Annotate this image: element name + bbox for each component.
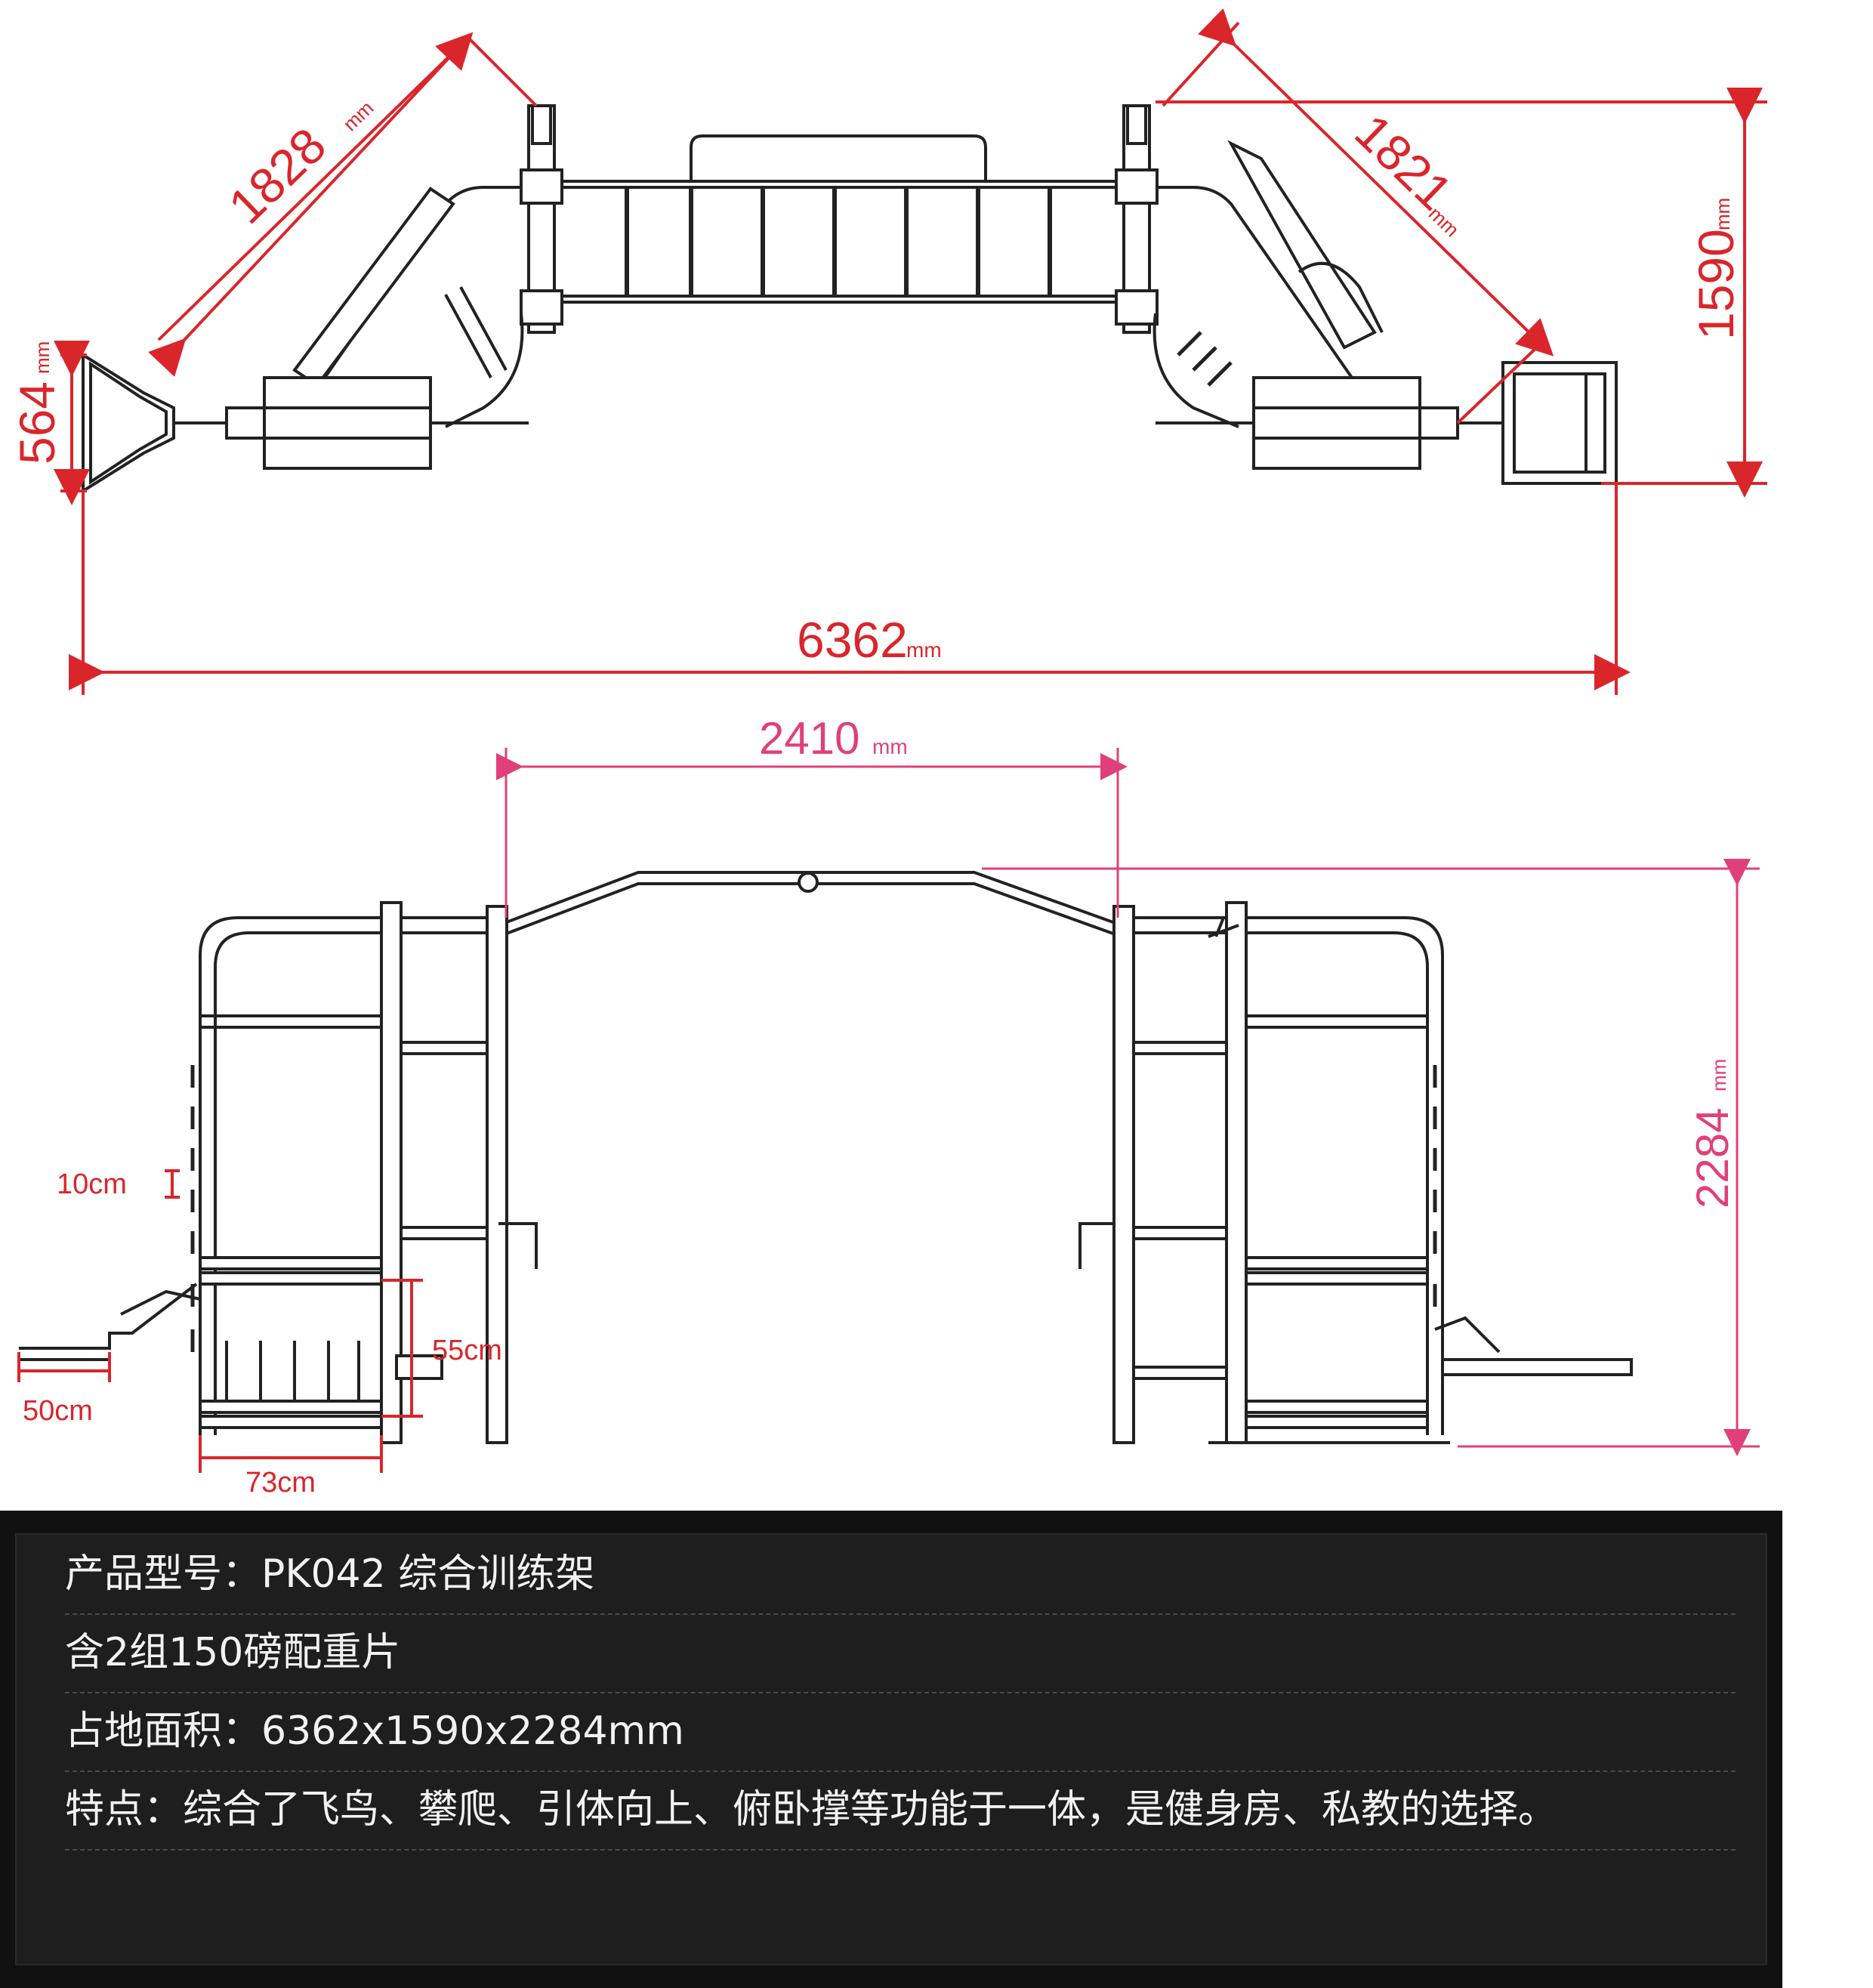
spec-model: 产品型号：PK042 综合训练架 (65, 1535, 1736, 1615)
elevation-dimension-labels: 2410 mm 2284 mm 10cm 50cm 55cm 73cm (23, 713, 1738, 1499)
plan-right-bench (1227, 140, 1377, 350)
dim-plate-stack-height: 55cm (432, 1335, 502, 1366)
dim-bar-extension: 50cm (23, 1395, 93, 1427)
plan-top-handle (690, 134, 987, 181)
plan-left-weight-stack (263, 376, 432, 470)
plan-left-end-platform (82, 352, 175, 494)
elevation-right-pushup-handle (1434, 1316, 1633, 1376)
elevation-left-pushup-handle (19, 1283, 201, 1350)
dim-span-width-unit: mm (872, 735, 908, 758)
elevation-view (19, 871, 1633, 1444)
plan-right-weight-stack (1252, 376, 1421, 470)
plan-center-frame (535, 180, 1142, 304)
plan-ladder-rungs (625, 187, 1052, 296)
elevation-right-frame (1122, 916, 1444, 1435)
spec-list: 产品型号：PK042 综合训练架 含2组150磅配重片 占地面积：6362x15… (15, 1533, 1767, 1965)
dim-height-plan: 1590 (1688, 229, 1744, 340)
elevation-left-plate-stack (199, 1256, 383, 1429)
technical-drawing: 1828 mm 1821 mm 1590 mm 564 mm 6362 mm (9, 8, 1767, 1499)
dim-total-length: 6362 (797, 612, 908, 668)
plan-dimensions (54, 8, 1767, 695)
elevation-right-cable-column (1112, 905, 1135, 1444)
spec-panel: 产品型号：PK042 综合训练架 含2组150磅配重片 占地面积：6362x15… (0, 1511, 1782, 1988)
dim-rung-spacing: 10cm (57, 1168, 127, 1200)
spec-weights: 含2组150磅配重片 (65, 1613, 1736, 1693)
plan-left-bench (292, 187, 455, 387)
dim-left-end-depth: 564 (9, 381, 65, 465)
plan-right-end-platform (1501, 361, 1618, 485)
spec-footprint: 占地面积：6362x1590x2284mm (65, 1692, 1736, 1772)
elevation-left-cable-column (486, 905, 508, 1444)
dim-diag-right: 1821 (1344, 103, 1463, 221)
spec-features: 特点：综合了飞鸟、攀爬、引体向上、俯卧撑等功能于一体，是健身房、私教的选择。 (65, 1770, 1736, 1851)
dim-total-height: 2284 (1687, 1108, 1738, 1209)
elevation-left-upright (380, 901, 403, 1444)
dim-plate-stack-width: 73cm (245, 1467, 316, 1499)
dim-height-plan-unit: mm (1711, 198, 1734, 230)
elevation-left-frame (199, 916, 498, 1435)
dim-total-height-unit: mm (1708, 1059, 1730, 1091)
dim-total-length-unit: mm (906, 638, 942, 662)
dim-span-width: 2410 (759, 713, 859, 764)
dim-left-end-depth-unit: mm (31, 341, 54, 374)
elevation-right-plate-stack (1245, 1256, 1429, 1429)
elevation-right-upright (1225, 901, 1248, 1444)
dim-diag-left: 1828 (218, 117, 336, 234)
elevation-dimensions (17, 748, 1760, 1473)
